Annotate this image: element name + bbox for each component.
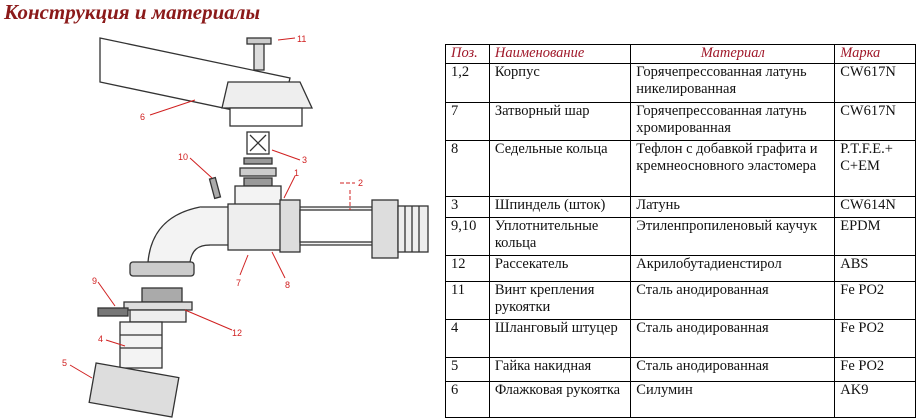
cell-material: Горячепрессованная латунь никелированная — [630, 63, 836, 103]
cell-name: Рассекатель — [488, 255, 632, 282]
svg-text:8: 8 — [285, 280, 290, 290]
header-name: Наименование — [488, 44, 632, 64]
cell-material: Горячепрессованная латунь хромированная — [630, 102, 836, 141]
cell-pos: 12 — [445, 255, 490, 282]
cell-pos: 11 — [445, 281, 490, 320]
cell-grade: CW617N — [834, 63, 916, 103]
cell-grade: CW617N — [834, 102, 916, 141]
cell-name: Уплотнительные кольца — [488, 217, 632, 256]
svg-text:12: 12 — [232, 328, 242, 338]
svg-text:4: 4 — [98, 334, 103, 344]
header-grade: Марка — [834, 44, 916, 64]
cell-material: Акрилобутадиенстирол — [630, 255, 836, 282]
aerator — [123, 301, 193, 311]
cell-grade: AK9 — [834, 381, 916, 418]
header-material: Материал — [630, 44, 836, 64]
cell-pos: 1,2 — [445, 63, 490, 103]
cell-grade: CW614N — [834, 196, 916, 218]
svg-text:3: 3 — [302, 155, 307, 165]
cell-pos: 5 — [445, 357, 490, 382]
header-pos: Поз. — [445, 44, 490, 64]
svg-text:7: 7 — [236, 278, 241, 288]
handle-head — [221, 81, 314, 109]
cell-name: Корпус — [488, 63, 632, 103]
hose-nozzle — [119, 321, 163, 369]
cell-pos: 6 — [445, 381, 490, 418]
section-title: Конструкция и материалы — [4, 0, 261, 24]
union-nut — [88, 362, 180, 418]
cell-grade: Fe PO2 — [834, 281, 916, 320]
svg-text:10: 10 — [178, 152, 188, 162]
cell-material: Силумин — [630, 381, 836, 418]
svg-text:1: 1 — [294, 168, 299, 178]
cell-material: Этиленпропиленовый каучук — [630, 217, 836, 256]
cell-name: Винт крепления рукоятки — [488, 281, 632, 320]
cell-pos: 7 — [445, 102, 490, 141]
cell-name: Седельные кольца — [488, 140, 632, 197]
cell-material: Латунь — [630, 196, 836, 218]
cell-grade: ABS — [834, 255, 916, 282]
cell-pos: 3 — [445, 196, 490, 218]
cell-grade: EPDM — [834, 217, 916, 256]
cell-name: Затворный шар — [488, 102, 632, 141]
cell-grade: P.T.F.E.+ C+EM — [834, 140, 916, 197]
cell-material: Тефлон с добавкой графита и кремнеосновн… — [630, 140, 836, 197]
cell-pos: 9,10 — [445, 217, 490, 256]
svg-text:9: 9 — [92, 276, 97, 286]
cell-material: Сталь анодированная — [630, 319, 836, 358]
cell-name: Флажковая рукоятка — [488, 381, 632, 418]
svg-text:2: 2 — [358, 178, 363, 188]
cell-name: Шланговый штуцер — [488, 319, 632, 358]
svg-text:5: 5 — [62, 358, 67, 368]
callout-11: 11 — [297, 34, 306, 44]
cell-material: Сталь анодированная — [630, 357, 836, 382]
screw — [253, 41, 265, 71]
cell-grade: Fe PO2 — [834, 319, 916, 358]
cell-name: Шпиндель (шток) — [488, 196, 632, 218]
cell-grade: Fe PO2 — [834, 357, 916, 382]
cell-pos: 8 — [445, 140, 490, 197]
cell-material: Сталь анодированная — [630, 281, 836, 320]
svg-text:6: 6 — [140, 112, 145, 122]
cell-pos: 4 — [445, 319, 490, 358]
valve-exploded-diagram: 11 6 3 10 1 2 7 8 9 12 4 5 — [62, 34, 429, 418]
cell-name: Гайка накидная — [488, 357, 632, 382]
